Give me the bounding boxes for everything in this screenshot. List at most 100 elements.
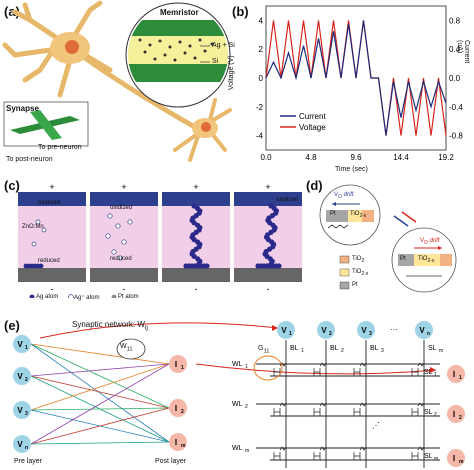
label-reduced-2: reduced — [110, 256, 132, 262]
ag-ion — [31, 241, 37, 247]
bl-sub: 3 — [381, 348, 384, 354]
synapse-weight-line — [30, 343, 170, 409]
axon — [83, 55, 202, 133]
sl-sub: 2 — [434, 412, 437, 418]
column-ellipsis: ··· — [390, 325, 398, 334]
cell-memristor — [359, 362, 367, 367]
panel-a-illustration — [2, 0, 232, 162]
post-node-m-label: I — [175, 438, 177, 447]
lower-vo-drift: VO drift — [420, 238, 440, 246]
legend-label: Current — [299, 112, 326, 121]
synapse-weight-line — [30, 407, 170, 411]
oxide-layer — [18, 206, 86, 268]
col-node-1-label: V — [281, 326, 287, 335]
vo-drift-text-2: V — [420, 238, 425, 244]
g11-highlight — [253, 355, 283, 381]
pre-node-n-label: V — [17, 440, 23, 449]
cell-memristor — [319, 402, 327, 407]
wl-label: WL — [232, 401, 243, 408]
out-node-2 — [447, 405, 465, 423]
legend-pt-glyph — [111, 294, 117, 298]
ag-ion — [115, 223, 121, 229]
legend-label: Voltage — [299, 123, 326, 132]
cell-transistor — [411, 452, 419, 460]
ag-ion — [107, 213, 113, 219]
pre-node-2-label: V — [17, 372, 23, 381]
pre-node-n — [13, 435, 31, 453]
pre-node-2-sub: 2 — [25, 377, 28, 383]
network-label-text: Synaptic network: W — [72, 320, 145, 329]
out-node-1-label: I — [453, 370, 455, 379]
drift-text: drift — [343, 192, 354, 198]
bottom-electrode — [90, 268, 158, 282]
y-right-tick-label: 0.4 — [449, 45, 461, 54]
ag-atom — [276, 263, 282, 269]
bottom-electrode — [234, 268, 302, 282]
bl-label: BL — [370, 345, 379, 352]
label-oxidized-2: oxidized — [110, 205, 133, 211]
vo-sub-2: O — [424, 240, 428, 247]
sl-label: SL — [424, 369, 433, 376]
y-right-tick-label: 0.8 — [449, 16, 461, 25]
synapse-weight-line — [30, 343, 170, 443]
col-node-2 — [317, 321, 335, 339]
top-electrode — [18, 192, 86, 206]
panel-e-letter: (e) — [4, 318, 20, 333]
pre-node-3-sub: 3 — [25, 411, 28, 417]
cell-transistor — [353, 368, 361, 376]
x-tick-label: 19.2 — [438, 153, 454, 162]
cell-memristor — [319, 446, 327, 451]
ag-atom — [268, 203, 274, 209]
top-sign: + — [265, 182, 270, 192]
bl-label: BL — [330, 345, 339, 352]
lower-tio2x-label: TiO2-x — [418, 256, 434, 264]
panel-c-letter: (c) — [4, 178, 20, 193]
out-node-1 — [447, 365, 465, 383]
y-left-tick-label: 2 — [259, 45, 264, 54]
label-oxidized-4: oxidized — [276, 197, 299, 203]
pre-node-2 — [13, 367, 31, 385]
lower-pt-label: Pt — [400, 256, 406, 262]
upper-pt-label: Pt — [330, 211, 336, 217]
ag-ion — [127, 219, 133, 225]
x-tick-label: 9.6 — [350, 153, 362, 162]
col-node-n — [415, 321, 433, 339]
arrow-post-to-out — [195, 363, 437, 375]
neuron-post-nucleus — [201, 122, 211, 132]
bl-sub: m — [439, 348, 443, 354]
ag-ion — [41, 227, 47, 233]
to-pre-neuron-label: To pre-neuron — [38, 144, 82, 151]
top-electrode — [162, 192, 230, 206]
col-node-2-sub: 2 — [329, 331, 332, 337]
wl-sub: 1 — [245, 364, 248, 370]
legend-tio2: TiO2 — [352, 256, 364, 264]
y-left-tick-label: 4 — [259, 16, 264, 25]
drift-text-2: drift — [429, 238, 440, 244]
cell-memristor — [359, 446, 367, 451]
cell-memristor — [279, 402, 287, 407]
cell-memristor — [417, 362, 425, 367]
ag-si-label: Ag + Si — [212, 42, 235, 49]
label-reduced-1: reduced — [38, 258, 60, 264]
oxide-layer — [90, 206, 158, 268]
legend-tio2-text: TiO — [352, 256, 362, 262]
col-node-1-sub: 1 — [289, 331, 292, 337]
cell-memristor — [359, 402, 367, 407]
synaptic-network-label: Synaptic network: Wij — [72, 320, 148, 332]
ag-ion — [111, 249, 117, 255]
cell-transistor — [411, 408, 419, 416]
cell-transistor — [273, 408, 281, 416]
sl-label: SL — [424, 409, 433, 416]
pre-node-1 — [13, 335, 31, 353]
arrow-pre-to-col — [39, 322, 279, 339]
synapse-weight-line — [30, 375, 170, 409]
cell-transistor — [313, 408, 321, 416]
vo-sub: O — [338, 194, 342, 201]
cell-transistor — [273, 452, 281, 460]
chart-ylabel-left: Voltage (V) — [228, 55, 235, 90]
post-layer-label: Post layer — [155, 458, 187, 465]
y-left-tick-label: -4 — [256, 132, 264, 141]
network-label-sub: ij — [144, 324, 148, 332]
